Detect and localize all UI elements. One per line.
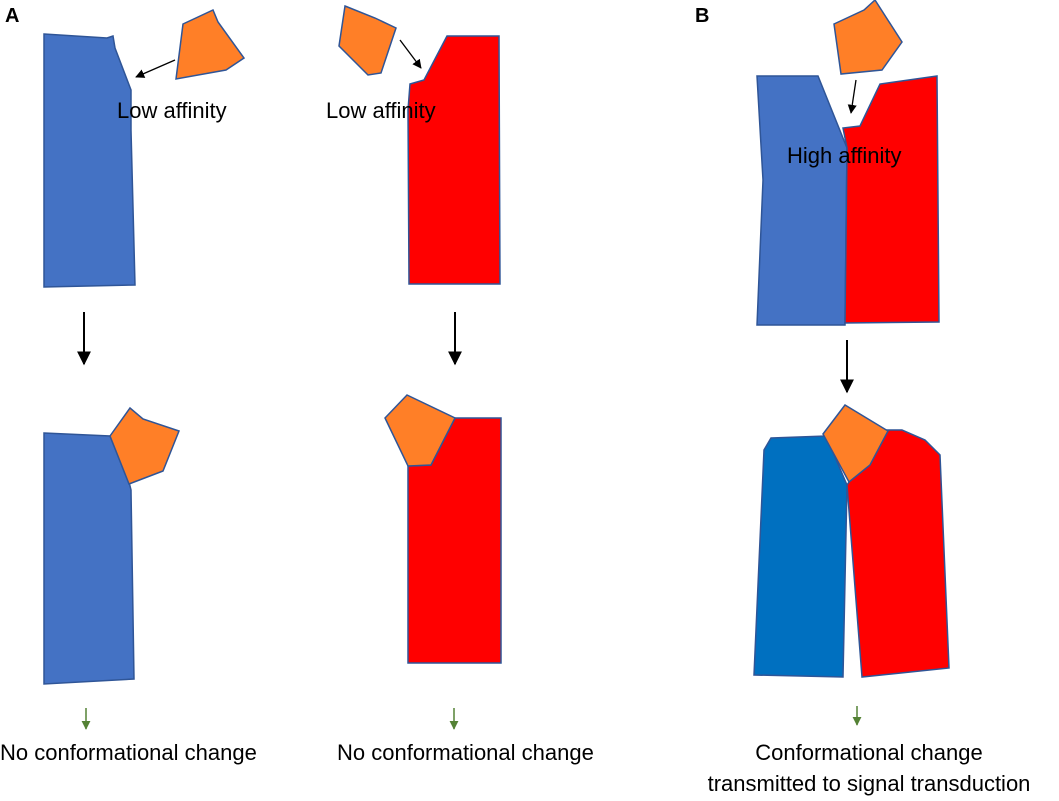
- ligand-bound-red: [384, 394, 457, 467]
- binding-arrow-red: [399, 39, 422, 69]
- no-change-label-red: No conformational change: [337, 740, 594, 765]
- binding-arrow-dimer: [847, 79, 857, 114]
- panel-letter-a: A: [5, 5, 19, 27]
- conformational-change-label-line2: transmitted to signal transduction: [708, 771, 1031, 796]
- low-affinity-label-blue: Low affinity: [117, 98, 227, 123]
- red-receptor-unbound: [407, 35, 501, 285]
- conformational-change-label-line1: Conformational change: [755, 740, 982, 765]
- no-change-label-blue: No conformational change: [0, 740, 257, 765]
- blue-receptor-dimer-bound: [753, 435, 848, 678]
- red-receptor-dimer-unbound: [842, 75, 940, 324]
- blue-receptor-dimer-unbound: [756, 75, 848, 326]
- ligand-approaching-blue: [175, 8, 246, 80]
- ligand-bound-dimer: [822, 404, 889, 484]
- blue-receptor-unbound: [43, 33, 136, 288]
- binding-arrow-blue: [135, 59, 176, 78]
- panel-letter-b: B: [695, 5, 709, 27]
- red-receptor-dimer-bound: [846, 429, 950, 678]
- low-affinity-label-red: Low affinity: [326, 98, 436, 123]
- ligand-approaching-red: [338, 4, 397, 76]
- ligand-approaching-dimer: [833, 0, 903, 75]
- ligand-bound-blue: [109, 406, 180, 485]
- blue-receptor-bound: [43, 432, 135, 685]
- high-affinity-label: High affinity: [787, 143, 902, 168]
